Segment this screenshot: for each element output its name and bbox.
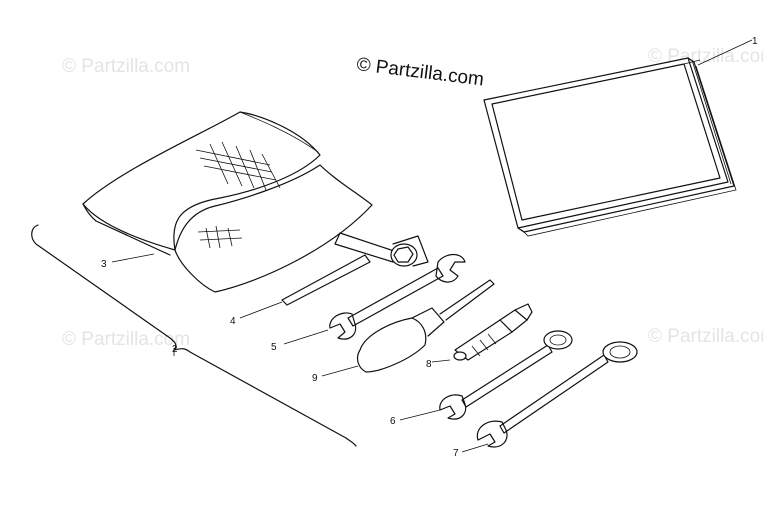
spark-plug-wrench xyxy=(239,232,429,319)
combination-wrench-large xyxy=(461,341,638,453)
watermark-top-left: © Partzilla.com xyxy=(62,56,190,77)
callout-4: 4 xyxy=(230,316,236,327)
callout-5: 5 xyxy=(271,342,277,353)
callout-3: 3 xyxy=(101,259,107,270)
kit-bracket xyxy=(31,224,357,447)
callout-9: 9 xyxy=(312,373,318,384)
callout-7: 7 xyxy=(453,448,459,459)
owners-manual xyxy=(483,39,753,237)
tool-bag xyxy=(82,111,373,293)
watermark-bottom-left: © Partzilla.com xyxy=(62,329,190,350)
callout-8: 8 xyxy=(426,359,432,370)
callout-6: 6 xyxy=(390,416,396,427)
watermark-bottom-right: © Partzilla.com xyxy=(648,326,763,347)
screwdriver xyxy=(321,279,495,377)
callout-2: 2 xyxy=(172,344,178,355)
bit-driver xyxy=(431,303,533,363)
combination-wrench-small xyxy=(399,330,573,421)
copyright-notice: © Partzilla.com xyxy=(355,54,485,90)
open-end-wrench xyxy=(283,253,466,345)
callout-1: 1 xyxy=(752,36,758,47)
